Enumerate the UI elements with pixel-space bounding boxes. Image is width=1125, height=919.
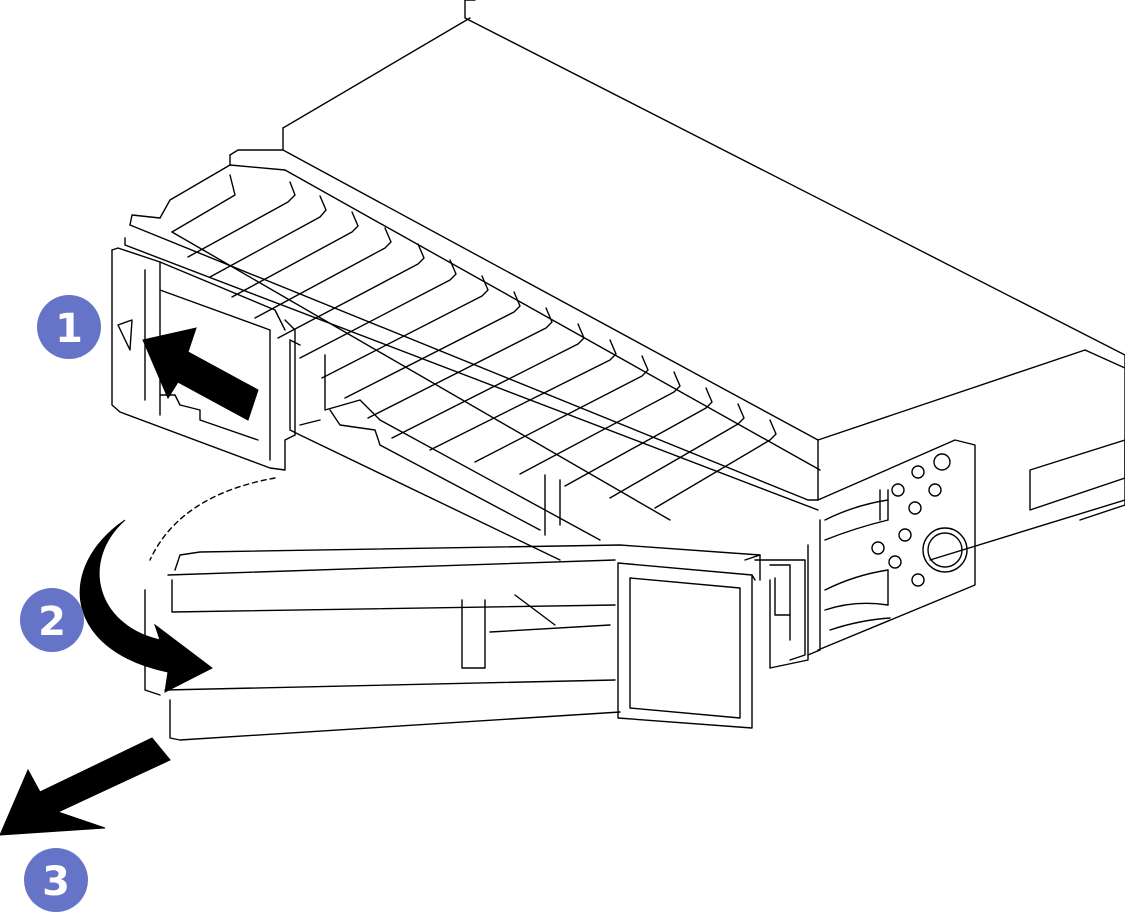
drive-tray: [124, 237, 821, 656]
step-number-3: 3: [42, 859, 70, 905]
drive-handle: [144, 477, 809, 741]
arrow-left-icon: [142, 327, 259, 421]
arrow-down-left-icon: [0, 737, 171, 836]
step-badge-1: 1: [37, 295, 101, 359]
drive-front-panel: [817, 439, 976, 651]
step-number-2: 2: [38, 599, 66, 645]
release-latch: [111, 247, 301, 471]
step-number-1: 1: [55, 306, 83, 352]
handle-grip: [617, 562, 756, 729]
curved-arrow-icon: [79, 519, 213, 693]
drive-body: [229, 0, 1125, 561]
step-badge-2: 2: [20, 588, 84, 652]
step-badge-3: 3: [24, 848, 88, 912]
drive-grille: [129, 164, 821, 521]
